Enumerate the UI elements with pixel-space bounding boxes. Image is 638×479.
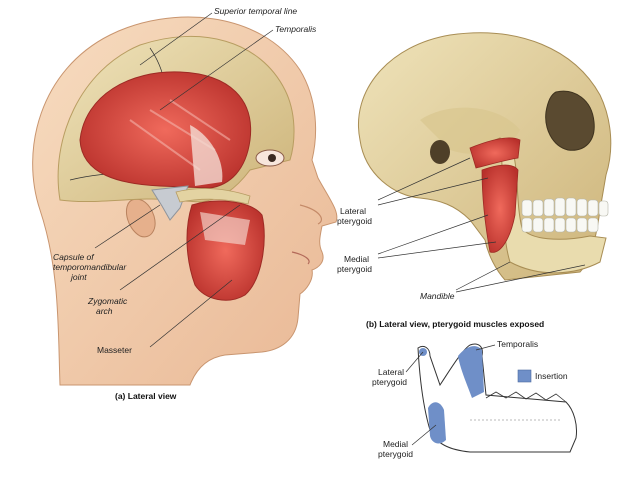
insertion-medial-pterygoid <box>428 402 446 444</box>
label-medial-pterygoid-line2: pterygoid <box>337 264 372 274</box>
label-capsule-line2: temporomandibular <box>53 262 127 272</box>
caption-b: (b) Lateral view, pterygoid muscles expo… <box>366 319 544 329</box>
label-masseter: Masseter <box>97 345 132 355</box>
label-capsule-line3: joint <box>70 272 87 282</box>
caption-a: (a) Lateral view <box>115 391 177 401</box>
head-lateral-view <box>32 16 338 386</box>
label-lateral-pterygoid-line1: Lateral <box>340 206 366 216</box>
label-medial-pterygoid-line1: Medial <box>344 254 369 264</box>
mandible-insertion-diagram <box>417 343 577 453</box>
label-superior-temporal-line: Superior temporal line <box>214 6 297 16</box>
label-medial-c-line1: Medial <box>383 439 408 449</box>
insertion-temporalis <box>458 346 484 398</box>
label-capsule-line1: Capsule of <box>53 252 95 262</box>
legend-insertion-label: Insertion <box>535 371 568 381</box>
lateral-pterygoid-muscle <box>469 137 521 169</box>
teeth <box>521 197 609 233</box>
label-mandible: Mandible <box>420 291 455 301</box>
label-zygomatic-line2: arch <box>96 306 113 316</box>
label-lateral-c-line1: Lateral <box>378 367 404 377</box>
label-medial-c-line2: pterygoid <box>378 449 413 459</box>
insertion-legend-swatch <box>517 369 532 383</box>
medial-pterygoid-muscle <box>481 164 519 253</box>
label-lateral-c-line2: pterygoid <box>372 377 407 387</box>
labels: Superior temporal line Temporalis Capsul… <box>53 6 568 459</box>
label-temporalis: Temporalis <box>275 24 317 34</box>
label-temporalis-c: Temporalis <box>497 339 538 349</box>
label-zygomatic-line1: Zygomatic <box>87 296 128 306</box>
label-lateral-pterygoid-line2: pterygoid <box>337 216 372 226</box>
leader-lines <box>94 12 586 446</box>
skull-pterygoid-view <box>358 32 612 281</box>
zygomatic-arch <box>175 188 251 205</box>
orbit <box>545 90 595 151</box>
